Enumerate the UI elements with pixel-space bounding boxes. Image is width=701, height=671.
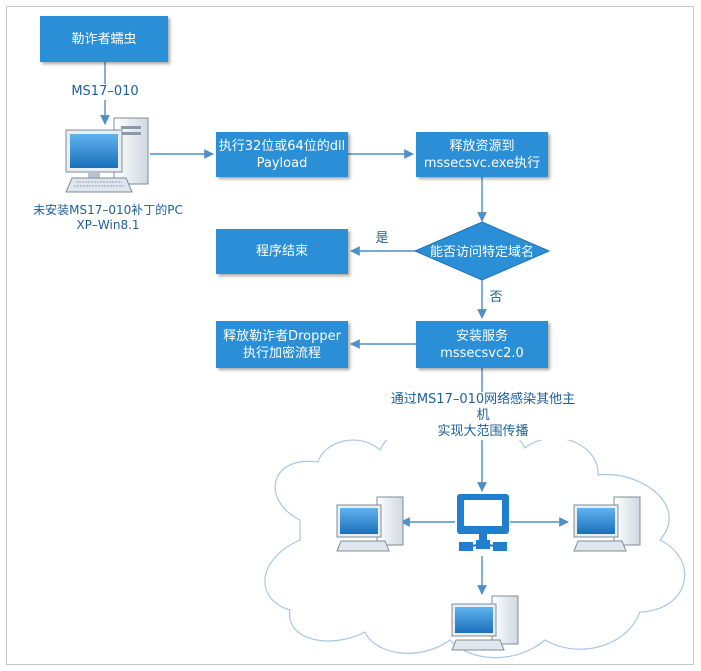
release-dropper-box: 释放勒诈者Dropper 执行加密流程 xyxy=(216,321,348,368)
computer-icon xyxy=(573,496,641,552)
computer-icon xyxy=(336,496,404,552)
exec-payload-box: 执行32位或64位的dll Payload xyxy=(216,132,348,177)
cloud-shape xyxy=(264,421,686,659)
network-hub-icon xyxy=(457,494,509,551)
computer-icon xyxy=(65,117,149,193)
computer-icon xyxy=(451,595,519,651)
diagram-frame xyxy=(6,6,694,665)
decision-label: 能否访问特定域名 xyxy=(430,244,534,260)
decision-diamond: 能否访问特定域名 xyxy=(413,221,551,281)
ransomware-box: 勒诈者蠕虫 xyxy=(40,16,168,62)
no-label: 否 xyxy=(486,290,506,306)
yes-label: 是 xyxy=(372,231,392,247)
spread-label: 通过MS17–010网络感染其他主机 实现大范围传播 xyxy=(386,392,580,440)
ms17-label: MS17–010 xyxy=(70,84,140,100)
pc-label: 未安装MS17–010补丁的PC XP–Win8.1 xyxy=(33,203,183,232)
release-resource-box: 释放资源到 mssecsvc.exe执行 xyxy=(416,132,548,177)
install-service-box: 安装服务 mssecsvc2.0 xyxy=(416,321,548,368)
end-program-box: 程序结束 xyxy=(216,229,348,274)
